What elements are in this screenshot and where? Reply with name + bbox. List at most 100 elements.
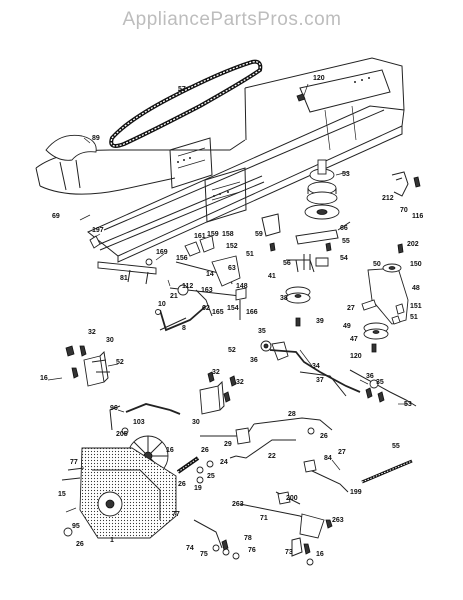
- spring-bracket: [391, 171, 421, 197]
- idler-bracket: [361, 243, 409, 353]
- callout-152: 152: [226, 243, 238, 250]
- callout-205: 205: [116, 431, 128, 438]
- callout-53: 53: [404, 401, 412, 408]
- callout-62: 62: [202, 305, 210, 312]
- callout-32: 32: [236, 379, 244, 386]
- callout-169: 169: [156, 249, 168, 256]
- callout-120: 120: [350, 353, 362, 360]
- idler-pulley-stack: [304, 159, 349, 220]
- callout-28: 28: [288, 411, 296, 418]
- callout-202: 202: [407, 241, 419, 248]
- callout-21: 21: [170, 293, 178, 300]
- callout-48: 48: [412, 285, 420, 292]
- callout-39: 39: [316, 318, 324, 325]
- callout-38: 38: [280, 295, 288, 302]
- callout-labels: 57 120 89 53 212 70 116 69 197 161 159 1…: [40, 75, 423, 558]
- callout-49: 49: [343, 323, 351, 330]
- callout-27: 27: [338, 449, 346, 456]
- callout-10: 10: [158, 301, 166, 308]
- callout-26: 26: [178, 481, 186, 488]
- callout-53: 53: [342, 171, 350, 178]
- callout-73: 73: [285, 549, 293, 556]
- callout-59: 59: [255, 231, 263, 238]
- callout-16: 16: [316, 551, 324, 558]
- chassis-frame: [35, 57, 405, 263]
- callout-95: 95: [72, 523, 80, 530]
- callout-14: 14: [206, 271, 214, 278]
- rod-199: [303, 459, 349, 493]
- callout-47: 47: [350, 336, 358, 343]
- callout-22: 22: [268, 453, 276, 460]
- transaxle: [61, 447, 177, 539]
- callout-166: 166: [246, 309, 258, 316]
- drive-pulley: [285, 286, 311, 327]
- callout-263: 263: [232, 501, 244, 508]
- callout-19: 19: [194, 485, 202, 492]
- callout-52: 52: [228, 347, 236, 354]
- callout-71: 71: [260, 515, 268, 522]
- callout-37: 37: [316, 377, 324, 384]
- spring-24: [176, 456, 214, 484]
- callout-27: 27: [347, 305, 355, 312]
- bracket-middle: [199, 371, 237, 415]
- callout-81: 81: [120, 275, 128, 282]
- callout-165: 165: [212, 309, 224, 316]
- callout-163: 163: [201, 287, 213, 294]
- callout-263: 263: [332, 517, 344, 524]
- callout-200: 200: [286, 495, 298, 502]
- callout-89: 89: [92, 135, 100, 142]
- callout-55: 55: [342, 238, 350, 245]
- drive-belt: [109, 59, 263, 148]
- callout-26: 26: [201, 447, 209, 454]
- callout-156: 156: [176, 255, 188, 262]
- callout-30: 30: [192, 419, 200, 426]
- callout-77: 77: [172, 511, 180, 518]
- callout-74: 74: [186, 545, 194, 552]
- callout-8: 8: [182, 325, 186, 332]
- callout-159: 159: [207, 231, 219, 238]
- bottom-right-hardware: [291, 537, 314, 566]
- linkage-rod-22: [229, 427, 315, 459]
- callout-55: 55: [392, 443, 400, 450]
- callout-1: 1: [110, 537, 114, 544]
- callout-34: 34: [312, 363, 320, 370]
- lift-shaft: [89, 175, 265, 285]
- callout-84: 84: [324, 455, 332, 462]
- seat-bracket: [45, 134, 97, 191]
- callout-26: 26: [76, 541, 84, 548]
- callout-96: 96: [110, 405, 118, 412]
- callout-212: 212: [382, 195, 394, 202]
- callout-36: 36: [250, 357, 258, 364]
- callout-197: 197: [92, 227, 104, 234]
- callout-51: 51: [410, 314, 418, 321]
- lift-rod: [260, 340, 417, 407]
- callout-25: 25: [207, 473, 215, 480]
- control-rod: [200, 417, 333, 445]
- callout-63: 63: [228, 265, 236, 272]
- callout-52: 52: [116, 359, 124, 366]
- callout-78: 78: [244, 535, 252, 542]
- callout-75: 75: [200, 551, 208, 558]
- callout-120: 120: [313, 75, 325, 82]
- control-bracket: [169, 213, 281, 320]
- callout-26: 26: [320, 433, 328, 440]
- callout-150: 150: [410, 261, 422, 268]
- callout-16: 16: [166, 447, 174, 454]
- callout-32: 32: [212, 369, 220, 376]
- lever-rod: [155, 305, 207, 332]
- callout-51: 51: [246, 251, 254, 258]
- brake-rod: [239, 491, 333, 539]
- leader-lines: [47, 85, 408, 513]
- callout-56: 56: [283, 260, 291, 267]
- callout-35: 35: [258, 328, 266, 335]
- callout-66: 66: [340, 225, 348, 232]
- callout-54: 54: [340, 255, 348, 262]
- shift-lever: [109, 403, 181, 435]
- callout-151: 151: [410, 303, 422, 310]
- callout-29: 29: [224, 441, 232, 448]
- callout-24: 24: [220, 459, 228, 466]
- callout-50: 50: [373, 261, 381, 268]
- callout-116: 116: [412, 213, 423, 220]
